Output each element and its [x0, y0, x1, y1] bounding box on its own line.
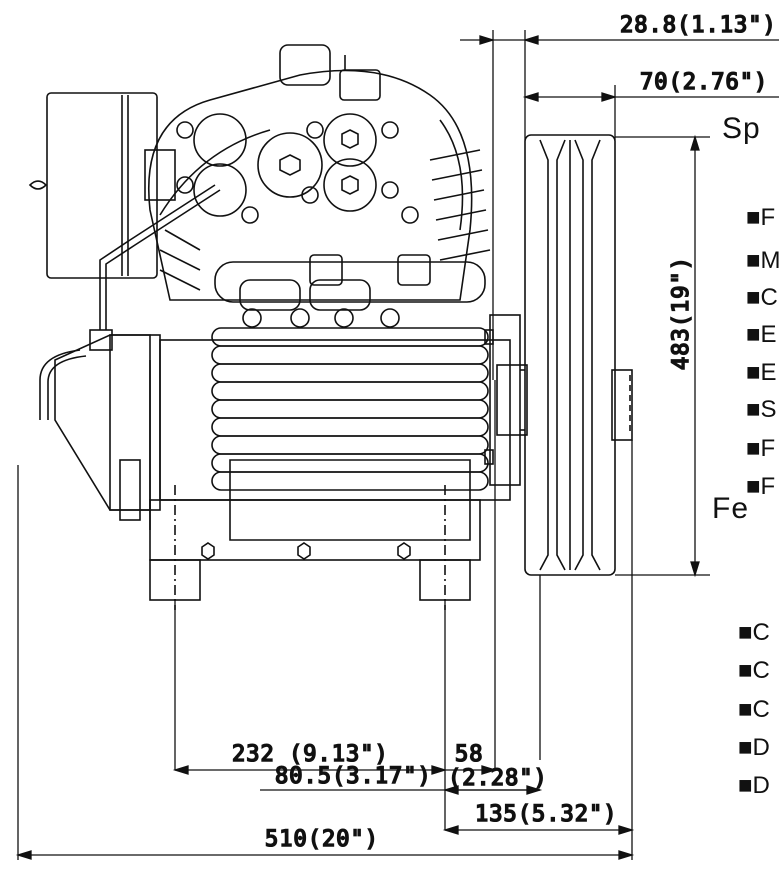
spec-bullet: ■F [746, 473, 776, 500]
feature-bullet: ■D [738, 734, 770, 761]
air-line [39, 184, 221, 420]
spec-bullet: ■E [746, 359, 777, 386]
feature-bullet: ■D [738, 772, 770, 799]
pulley [524, 134, 633, 576]
feature-bullet: ■C [738, 657, 770, 684]
dim-foot-to-center: 232 (9.13") [232, 742, 389, 767]
spec-bullet: ■F [746, 204, 776, 231]
spec-bullet: ■C [746, 284, 778, 311]
cylinder-head [148, 44, 491, 301]
spec-bullet: ■F [746, 435, 776, 462]
cylinder-block [211, 254, 489, 491]
feature-heading: Fe [712, 492, 750, 525]
dim-half-width: 80.5(3.17") [275, 764, 432, 789]
dim-height: 483(19") [669, 256, 694, 370]
dim-pulley-offset: 70(2.76") [640, 70, 768, 95]
feature-bullet: ■C [738, 696, 770, 723]
dim-pulley-span: 135(5.32") [475, 802, 617, 827]
spec-bullet: ■M [746, 247, 779, 274]
side-box [28, 92, 176, 279]
dim-center-to-pulley-in: (2.28") [448, 766, 548, 791]
crankcase [149, 339, 511, 610]
spec-bullet: ■E [746, 321, 777, 348]
feature-bullet: ■C [738, 619, 770, 646]
dim-overall-width: 510(20") [265, 827, 379, 852]
spec-bullet: ■S [746, 396, 777, 423]
unloader-housing [54, 334, 161, 530]
spec-heading: Sp [722, 112, 761, 145]
dim-center-to-pulley: 58 [455, 742, 484, 767]
dim-shaft-extension: 28.8(1.13") [620, 13, 777, 38]
dimension-lines [15, 30, 779, 860]
